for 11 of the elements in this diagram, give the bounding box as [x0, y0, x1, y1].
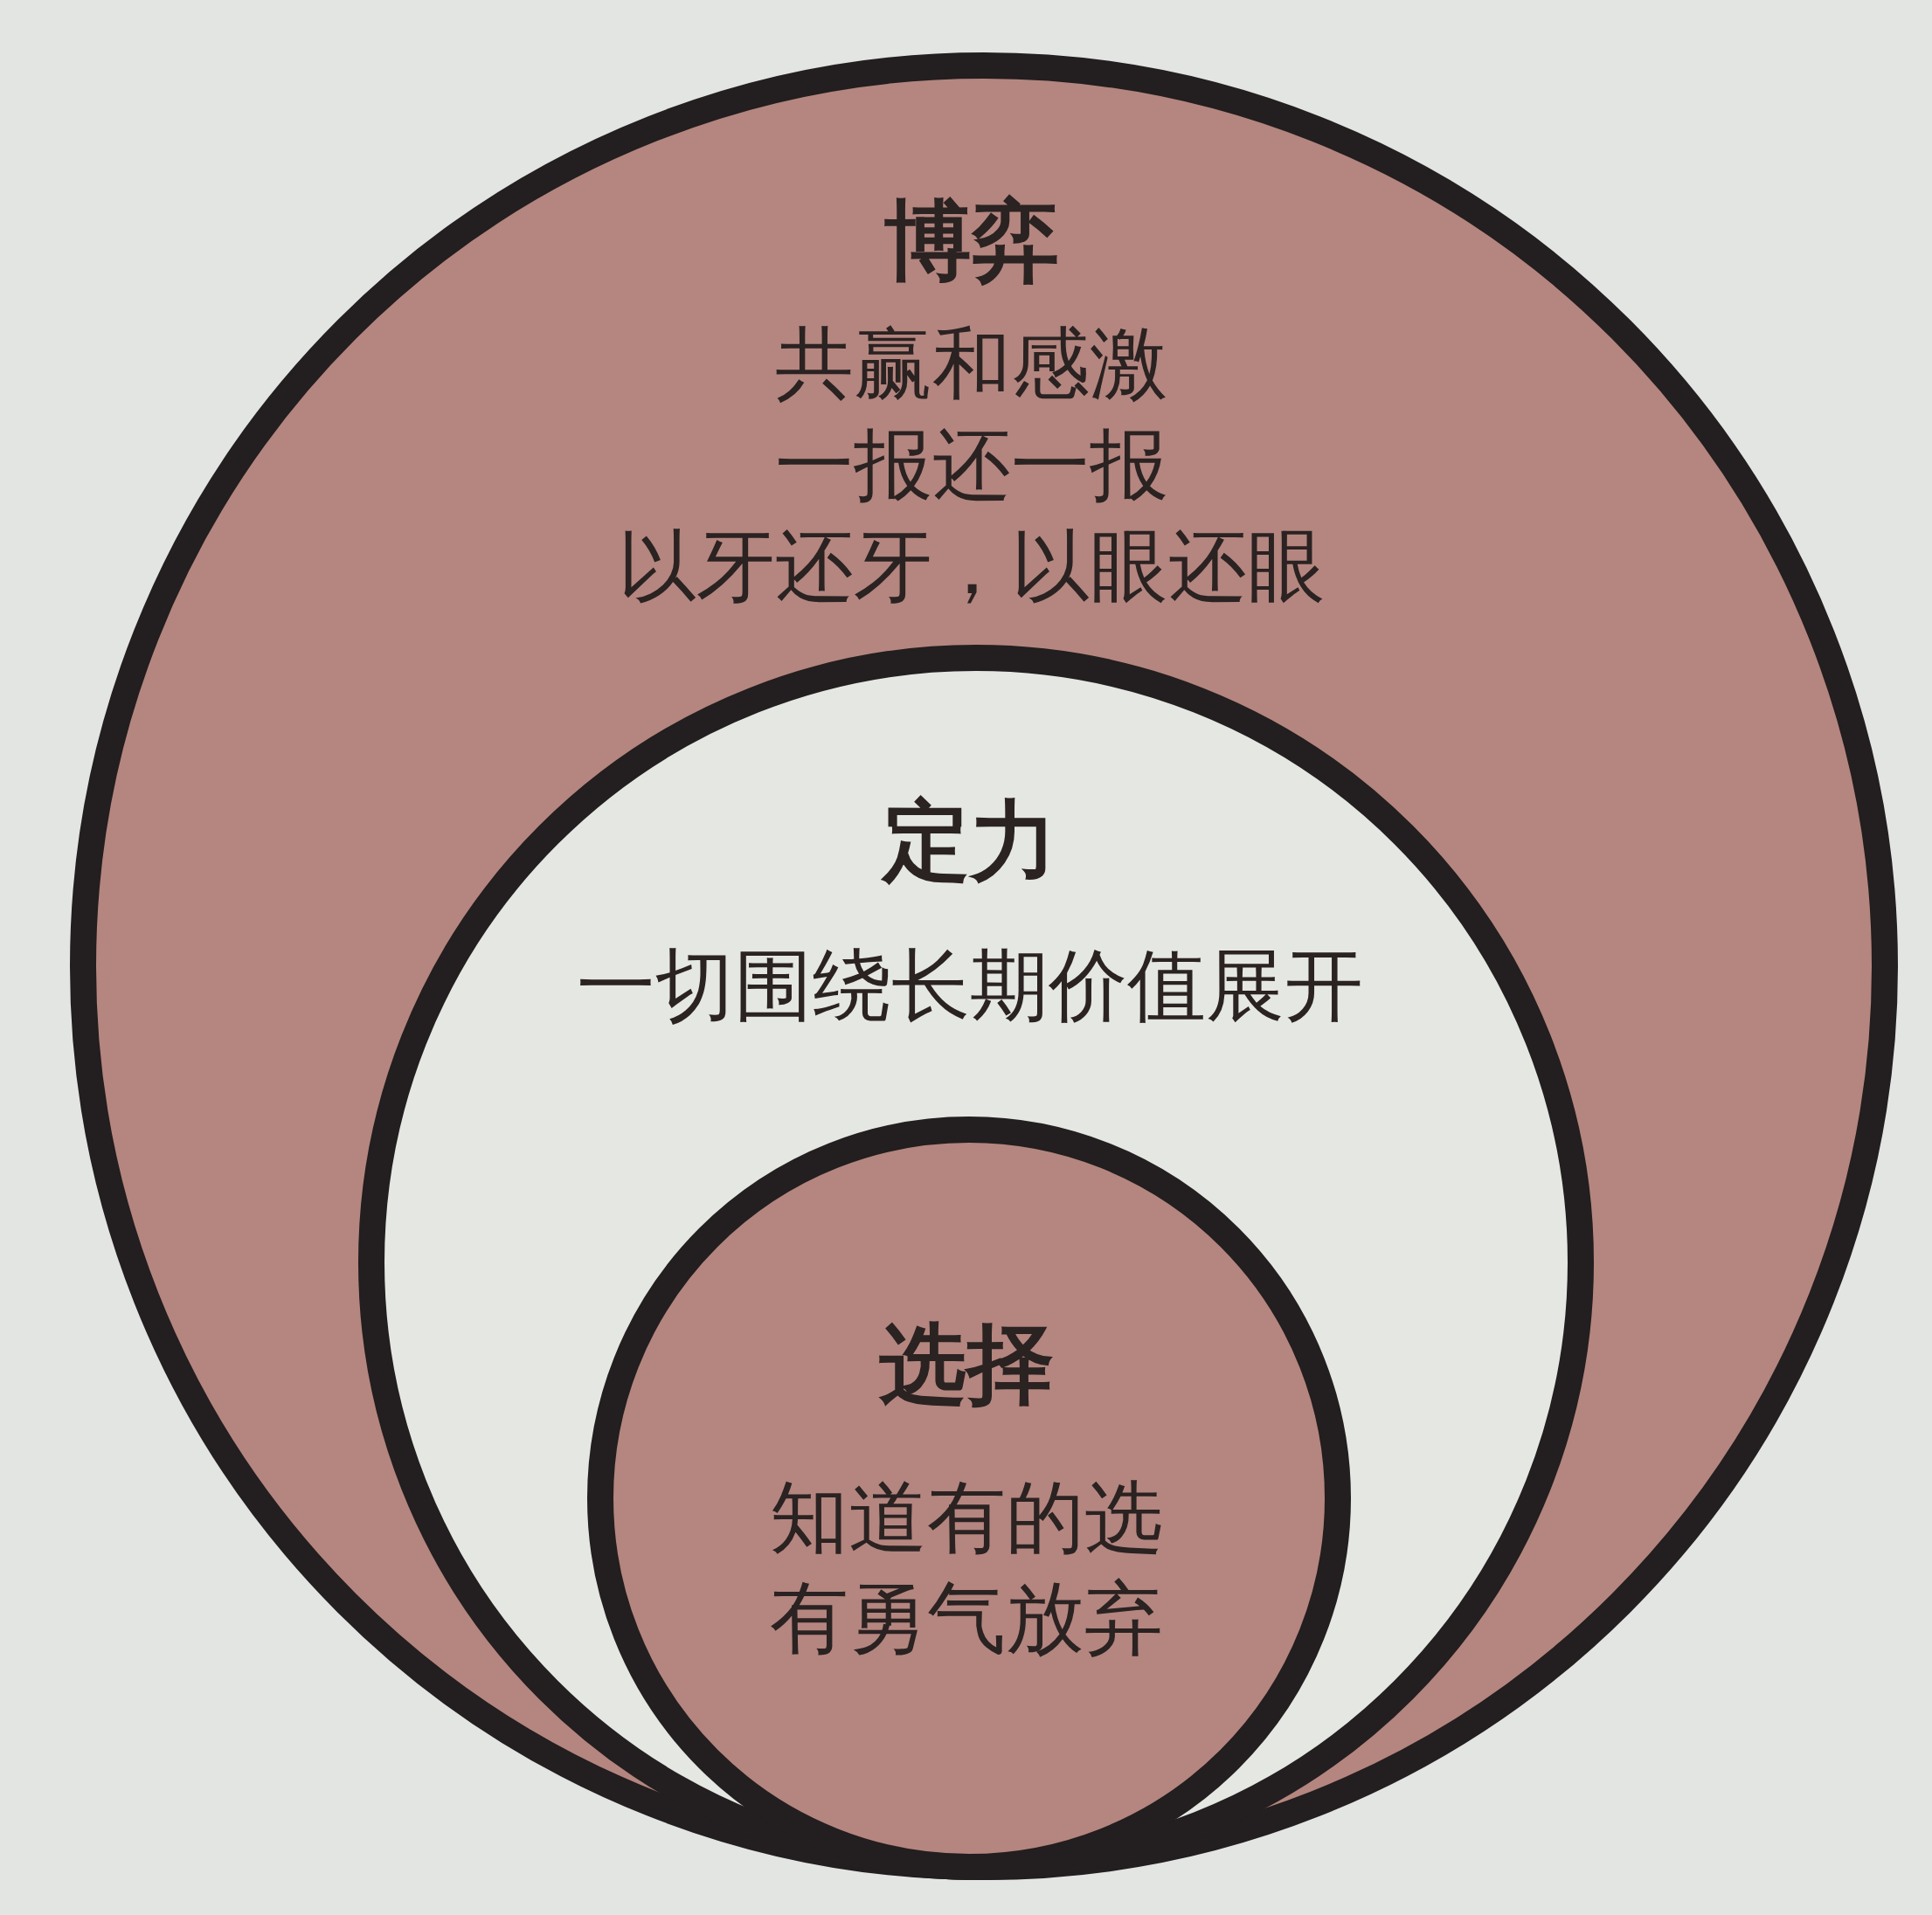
body-text: 知道有的选	[770, 1478, 1163, 1557]
inner-circle	[587, 1117, 1351, 1880]
middle-circle	[358, 645, 1594, 1880]
body-text: 共赢和感激	[775, 324, 1168, 403]
body-text: 一报还一报	[775, 425, 1168, 504]
heading: 选择	[879, 1320, 1054, 1407]
heading: 定力	[883, 797, 1057, 884]
outer-circle	[70, 52, 1898, 1880]
body-text: 以牙还牙，以眼还眼	[618, 527, 1326, 605]
body-text: 有勇气放弃	[770, 1579, 1163, 1657]
body-text: 一切围绕长期价值展开	[577, 946, 1363, 1025]
